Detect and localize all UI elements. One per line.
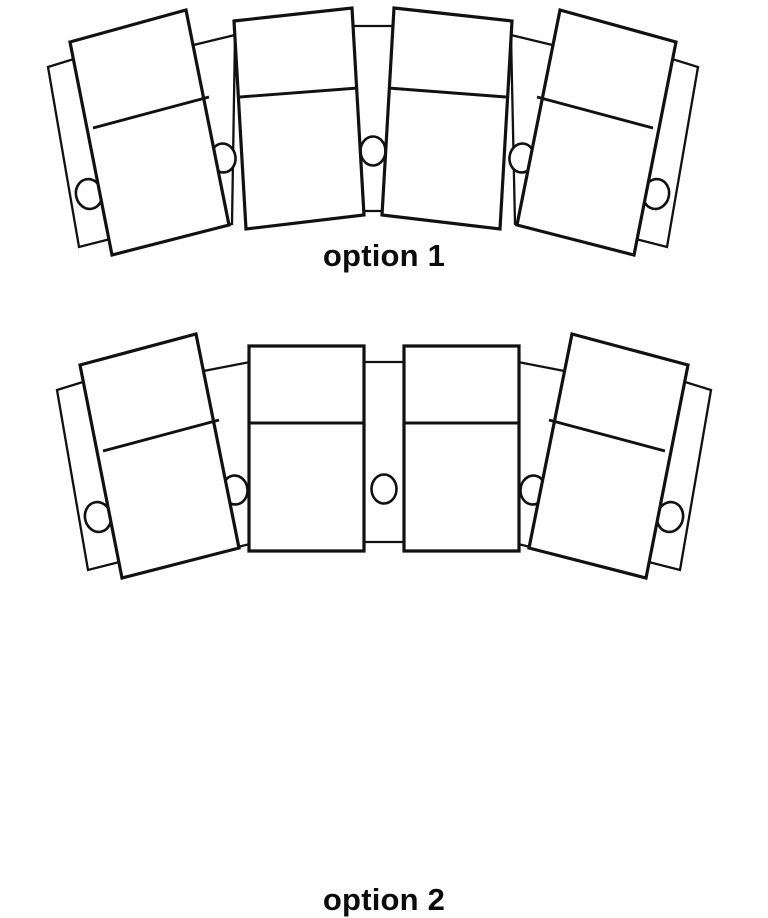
seat-center-left[interactable] bbox=[247, 344, 366, 553]
seat-center-right[interactable] bbox=[380, 6, 514, 231]
seat-center-left[interactable] bbox=[232, 6, 366, 231]
option-1-diagram[interactable]: option 1 bbox=[0, 0, 768, 322]
option-2-caption: option 2 bbox=[322, 882, 446, 917]
armrest-center[interactable] bbox=[358, 360, 410, 544]
seat-center-right[interactable] bbox=[402, 344, 521, 553]
option-2-seating-svg bbox=[55, 332, 713, 580]
option-2-diagram[interactable]: option 2 bbox=[0, 322, 768, 917]
option-1-caption: option 1 bbox=[322, 238, 446, 273]
seat-far-left[interactable] bbox=[68, 8, 231, 257]
option-1-seats bbox=[68, 6, 678, 257]
cupholder-icon[interactable] bbox=[359, 135, 387, 167]
option-2-seats bbox=[78, 332, 690, 580]
seat-far-left[interactable] bbox=[78, 332, 241, 580]
option-1-seating-svg bbox=[46, 6, 700, 257]
seat-far-right[interactable] bbox=[515, 8, 678, 257]
seat-far-right[interactable] bbox=[527, 332, 690, 580]
cupholder-icon[interactable] bbox=[370, 473, 398, 505]
